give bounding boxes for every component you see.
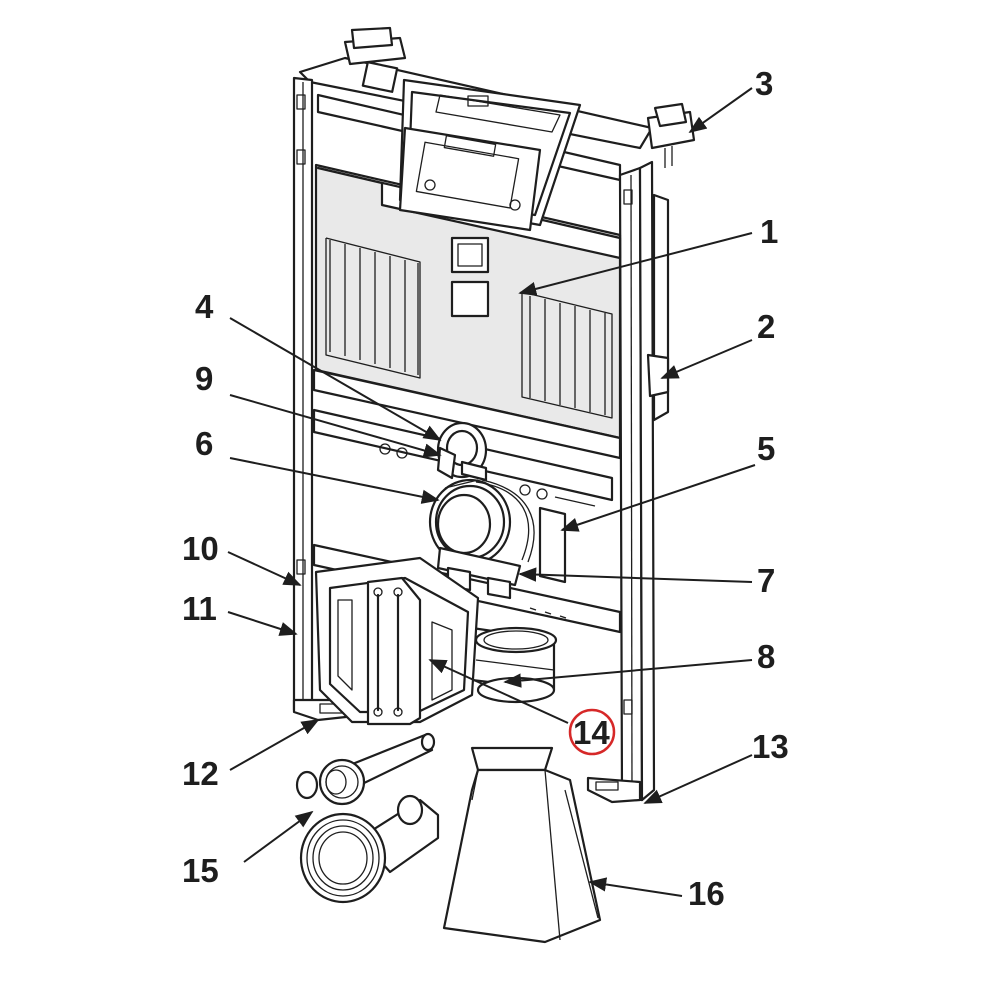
protective-cap — [442, 746, 602, 944]
callout-11: 11 — [182, 590, 217, 627]
foot-right — [586, 776, 642, 804]
callout-13: 13 — [752, 728, 789, 765]
callout-2: 2 — [757, 308, 775, 345]
callout-5: 5 — [757, 430, 775, 467]
callout-12: 12 — [182, 755, 219, 792]
water-inlet-valve — [436, 421, 488, 482]
callout-14: 14 — [573, 714, 610, 751]
side-bracket-right — [646, 193, 670, 422]
callout-3: 3 — [755, 65, 773, 102]
frame-right-post — [618, 160, 656, 802]
callout-9: 9 — [195, 360, 213, 397]
callout-16: 16 — [688, 875, 725, 912]
callout-8: 8 — [757, 638, 775, 675]
connector-bracket — [436, 546, 522, 600]
callout-7: 7 — [757, 562, 775, 599]
drain-elbow — [470, 626, 558, 704]
flush-pipe-set — [295, 732, 440, 904]
callout-15: 15 — [182, 852, 219, 889]
flush-pipe-connector — [428, 478, 535, 566]
highlight-circle-14 — [568, 708, 616, 756]
flush-control-opening — [398, 78, 582, 232]
leader-lines — [227, 87, 756, 897]
top-brackets — [343, 26, 696, 168]
cistern-body — [314, 163, 622, 440]
callout-1: 1 — [760, 213, 778, 250]
callout-labels: 3 1 2 4 9 6 5 10 7 11 8 14 13 12 15 16 — [182, 65, 789, 912]
callout-10: 10 — [182, 530, 219, 567]
callout-4: 4 — [195, 288, 214, 325]
frame-left-post — [292, 76, 314, 714]
callout-6: 6 — [195, 425, 213, 462]
inspection-cover — [314, 556, 480, 726]
